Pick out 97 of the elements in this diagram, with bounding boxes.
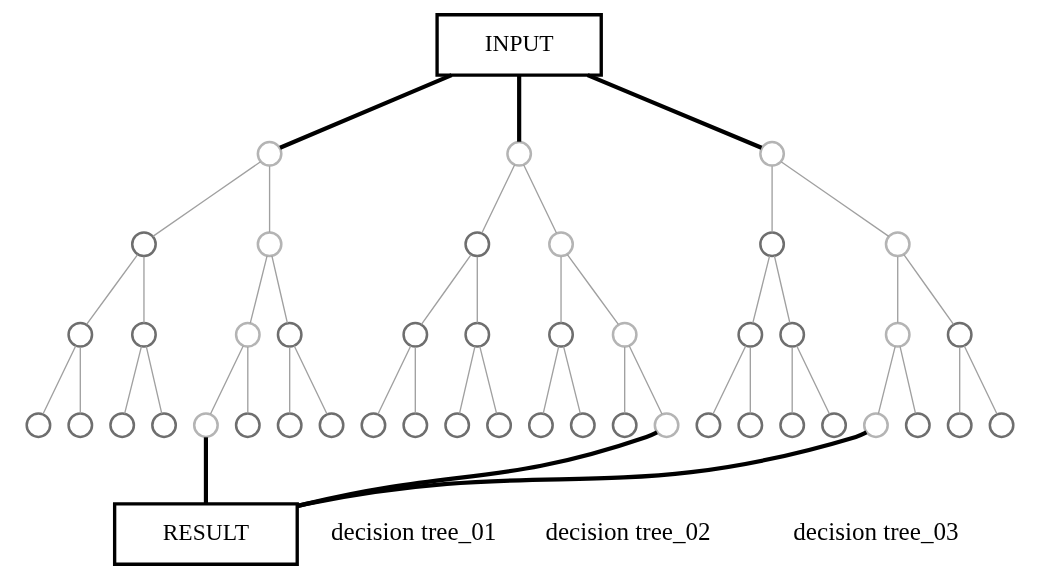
node-circle xyxy=(192,412,219,439)
node-circle xyxy=(758,231,785,258)
connector xyxy=(958,346,960,414)
connector xyxy=(623,346,625,414)
connector xyxy=(268,165,270,234)
node-circle xyxy=(485,412,512,439)
node-circle xyxy=(904,412,931,439)
connector xyxy=(79,346,81,414)
node-circle xyxy=(130,321,157,348)
node-circle xyxy=(401,412,428,439)
node-circle xyxy=(758,140,785,167)
node-circle xyxy=(256,231,283,258)
connector xyxy=(293,345,328,415)
connector xyxy=(288,346,290,414)
connector xyxy=(142,255,145,324)
connector xyxy=(791,346,793,414)
node-circle xyxy=(505,140,532,167)
node-circle xyxy=(463,321,490,348)
node-circle xyxy=(527,412,554,439)
node-circle xyxy=(547,321,574,348)
node-circle xyxy=(443,412,470,439)
node-circle xyxy=(318,412,345,439)
node-circle xyxy=(66,412,93,439)
connector xyxy=(902,253,954,326)
node-circle xyxy=(884,321,911,348)
connector xyxy=(420,253,472,326)
connector xyxy=(562,345,581,415)
node-circle xyxy=(946,412,973,439)
node-circle xyxy=(694,412,721,439)
label: decision tree_01 xyxy=(330,517,496,545)
connector xyxy=(41,345,76,415)
label: decision tree_03 xyxy=(792,517,959,545)
node-circle xyxy=(359,412,386,439)
node-circle xyxy=(234,321,261,348)
connector xyxy=(963,345,998,415)
connector xyxy=(773,255,791,324)
connector xyxy=(751,255,770,324)
connector xyxy=(877,345,896,415)
node-box: INPUT xyxy=(434,13,603,77)
connector xyxy=(749,346,751,414)
node-circle xyxy=(547,231,574,258)
connector xyxy=(480,164,515,234)
node-circle xyxy=(820,412,847,439)
node-circle xyxy=(736,412,763,439)
connector xyxy=(779,161,889,238)
node-circle xyxy=(108,412,135,439)
connector xyxy=(270,255,288,324)
connector xyxy=(145,345,162,415)
connector xyxy=(376,345,411,415)
node-circle xyxy=(276,321,303,348)
node-circle xyxy=(256,140,283,167)
node-circle xyxy=(234,412,261,439)
connector xyxy=(795,345,830,415)
connector xyxy=(711,345,746,415)
node-box: RESULT xyxy=(112,502,299,566)
node-circle xyxy=(463,231,490,258)
connector xyxy=(628,345,663,415)
connector xyxy=(898,345,916,415)
node-circle xyxy=(988,412,1015,439)
connector xyxy=(458,345,476,415)
connector xyxy=(85,253,138,326)
node-circle xyxy=(130,231,157,258)
connector xyxy=(516,75,521,142)
node-circle xyxy=(736,321,763,348)
node-circle xyxy=(611,412,638,439)
connector xyxy=(478,345,497,415)
connector xyxy=(896,255,898,324)
node-circle xyxy=(778,321,805,348)
node-circle xyxy=(276,412,303,439)
connector xyxy=(542,345,559,415)
node-circle xyxy=(569,412,596,439)
node-circle xyxy=(778,412,805,439)
connector xyxy=(476,255,478,324)
connector xyxy=(249,255,268,324)
node-circle xyxy=(24,412,51,439)
connector xyxy=(414,346,416,414)
connector xyxy=(123,345,142,415)
connector xyxy=(566,253,619,326)
node-circle xyxy=(653,412,680,439)
node-circle xyxy=(884,231,911,258)
node-circle xyxy=(66,321,93,348)
connector xyxy=(209,345,244,415)
label: decision tree_02 xyxy=(544,517,711,545)
node-circle xyxy=(150,412,177,439)
node-circle xyxy=(401,321,428,348)
connector xyxy=(559,255,562,324)
connector xyxy=(203,437,208,504)
connector xyxy=(246,346,248,414)
connector xyxy=(296,430,867,508)
connector xyxy=(586,73,762,150)
connector xyxy=(770,165,773,234)
node-circle xyxy=(862,412,889,439)
connector xyxy=(522,164,557,234)
connector xyxy=(151,161,261,238)
node-circle xyxy=(611,321,638,348)
node-circle xyxy=(946,321,973,348)
connector xyxy=(278,73,452,150)
